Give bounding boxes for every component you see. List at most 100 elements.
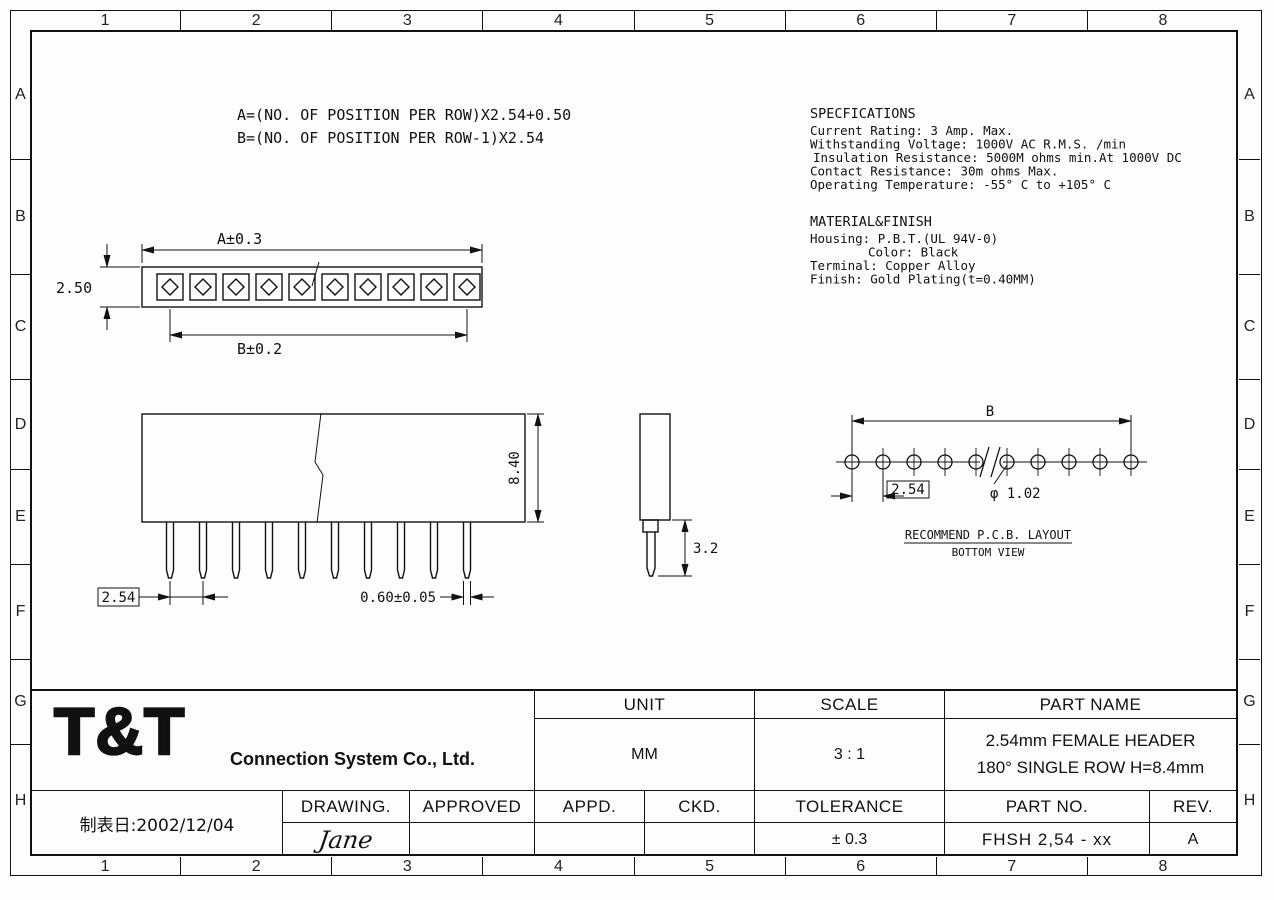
side-view [639, 413, 671, 577]
ckd-value [645, 823, 755, 856]
grid-ruler-right: A B C D E F G H [1239, 30, 1260, 856]
grid-col-label: 4 [483, 11, 635, 30]
grid-row-label: A [1239, 30, 1260, 160]
part-no-label: PART NO. [945, 791, 1150, 823]
dim-body-height-label: 8.40 [507, 451, 523, 485]
drawing-label: DRAWING. [283, 791, 410, 823]
specifications-title: SPECFICATIONS [810, 106, 916, 122]
title-block: T&T Connection System Co., Ltd. 制表日:2002… [32, 689, 1236, 856]
material-item: Housing: P.B.T.(UL 94V-0) [810, 231, 998, 246]
rev-value: A [1187, 830, 1199, 848]
grid-row-label: H [1243, 791, 1256, 809]
grid-col-label: 1 [30, 11, 182, 30]
scale-value: 3 : 1 [755, 719, 945, 791]
part-name-label: PART NAME [945, 691, 1236, 719]
part-name-value: 2.54mm FEMALE HEADER 180° SINGLE ROW H=8… [945, 719, 1236, 791]
grid-col-label: 6 [786, 857, 937, 876]
front-view-dimensions [97, 413, 544, 607]
grid-row-label: C [1239, 275, 1260, 380]
dim-pin-width-label: 0.60±0.05 [360, 590, 436, 606]
rev-label: REV. [1150, 791, 1236, 823]
pcb-bottom-view-note: BOTTOM VIEW [952, 546, 1025, 559]
company-logo: T&T [53, 693, 186, 770]
material-finish-title: MATERIAL&FINISH [810, 214, 932, 230]
material-item: Terminal: Copper Alloy [810, 258, 976, 273]
spec-item: Operating Temperature: -55° C to +105° C [810, 177, 1111, 192]
grid-col-label: 8 [1158, 11, 1168, 29]
grid-col-label: 1 [30, 857, 182, 876]
drawing-signature: Jane [283, 823, 410, 856]
sheet-inner-border [30, 30, 1238, 856]
grid-col-label: 2 [181, 11, 333, 30]
dim-side-depth-label: 3.2 [693, 541, 718, 557]
grid-row-label: B [11, 160, 30, 275]
spec-item: Current Rating: 3 Amp. Max. [810, 123, 1013, 138]
dim-top-span-label: B±0.2 [237, 340, 282, 358]
grid-ruler-bottom: 1 2 3 4 5 6 7 8 [30, 857, 1238, 876]
grid-row-label: A [11, 30, 30, 160]
front-view [141, 412, 526, 579]
approved-signature [410, 823, 535, 856]
formula-b: B=(NO. OF POSITION PER ROW-1)X2.54 [237, 129, 544, 147]
company-name: Connection System Co., Ltd. [230, 749, 476, 769]
engineering-drawing: A=(NO. OF POSITION PER ROW)X2.54+0.50 B=… [56, 106, 1182, 607]
part-no-value: FHSH 2,54 - xx [945, 823, 1150, 856]
company-logo-cell: T&T Connection System Co., Ltd. [32, 691, 535, 791]
grid-row-label: G [11, 660, 30, 745]
grid-col-label: 5 [635, 857, 786, 876]
appd-label: APPD. [535, 791, 645, 823]
grid-col-label: 3 [332, 11, 484, 30]
grid-ruler-left: A B C D E F G H [11, 30, 30, 856]
grid-row-label: D [1239, 380, 1260, 470]
grid-row-label: D [11, 380, 30, 470]
dim-top-height-label: 2.50 [56, 279, 92, 297]
pcb-layout-view [836, 446, 1147, 478]
top-view [141, 261, 483, 308]
appd-value [535, 823, 645, 856]
part-name-line2: 180° SINGLE ROW H=8.4mm [976, 757, 1205, 777]
dim-pcb-pitch-label: 2.54 [891, 482, 925, 498]
formula-a: A=(NO. OF POSITION PER ROW)X2.54+0.50 [237, 106, 571, 124]
specifications-block: SPECFICATIONS Current Rating: 3 Amp. Max… [810, 106, 1182, 192]
grid-row-label: G [1239, 660, 1260, 745]
tolerance-label: TOLERANCE [755, 791, 945, 823]
grid-ruler-top: 1 2 3 4 5 6 7 8 [30, 11, 1238, 30]
grid-col-label: 5 [635, 11, 786, 30]
unit-value: MM [535, 719, 755, 791]
grid-row-label: H [14, 791, 27, 809]
material-finish-block: MATERIAL&FINISH Housing: P.B.T.(UL 94V-0… [810, 214, 1036, 287]
ckd-label: CKD. [645, 791, 755, 823]
grid-col-label: 6 [786, 11, 937, 30]
spec-item: Insulation Resistance: 5000M ohms min.At… [813, 150, 1182, 165]
top-view-dimensions [100, 244, 483, 342]
grid-col-label: 7 [937, 857, 1088, 876]
signature-text: Jane [317, 825, 375, 854]
pcb-layout-note: RECOMMEND P.C.B. LAYOUT [905, 528, 1071, 542]
sheet-outer-border [10, 10, 1262, 876]
grid-row-label: E [1239, 470, 1260, 565]
grid-col-label: 2 [181, 857, 333, 876]
material-item: Color: Black [868, 245, 959, 260]
material-item: Finish: Gold Plating(t=0.40MM) [810, 272, 1036, 287]
tolerance-value: ± 0.3 [755, 823, 945, 856]
grid-row-label: C [11, 275, 30, 380]
side-view-dimensions [658, 519, 692, 577]
drawing-date: 制表日:2002/12/04 [32, 791, 283, 856]
approved-label: APPROVED [410, 791, 535, 823]
scale-label: SCALE [755, 691, 945, 719]
grid-row-label: F [1239, 565, 1260, 660]
grid-row-label: F [11, 565, 30, 660]
grid-col-label: 8 [1158, 857, 1168, 875]
dim-top-width-label: A±0.3 [217, 230, 262, 248]
grid-col-label: 3 [332, 857, 484, 876]
spec-item: Withstanding Voltage: 1000V AC R.M.S. /m… [810, 137, 1126, 152]
part-name-line1: 2.54mm FEMALE HEADER [985, 731, 1196, 751]
dim-pcb-hole-label: φ 1.02 [990, 486, 1041, 502]
pcb-dimensions [831, 415, 1132, 544]
grid-row-label: B [1239, 160, 1260, 275]
grid-row-label: E [11, 470, 30, 565]
spec-item: Contact Resistance: 30m ohms Max. [810, 164, 1058, 179]
grid-col-label: 4 [483, 857, 635, 876]
dim-pcb-span-label: B [986, 404, 994, 420]
